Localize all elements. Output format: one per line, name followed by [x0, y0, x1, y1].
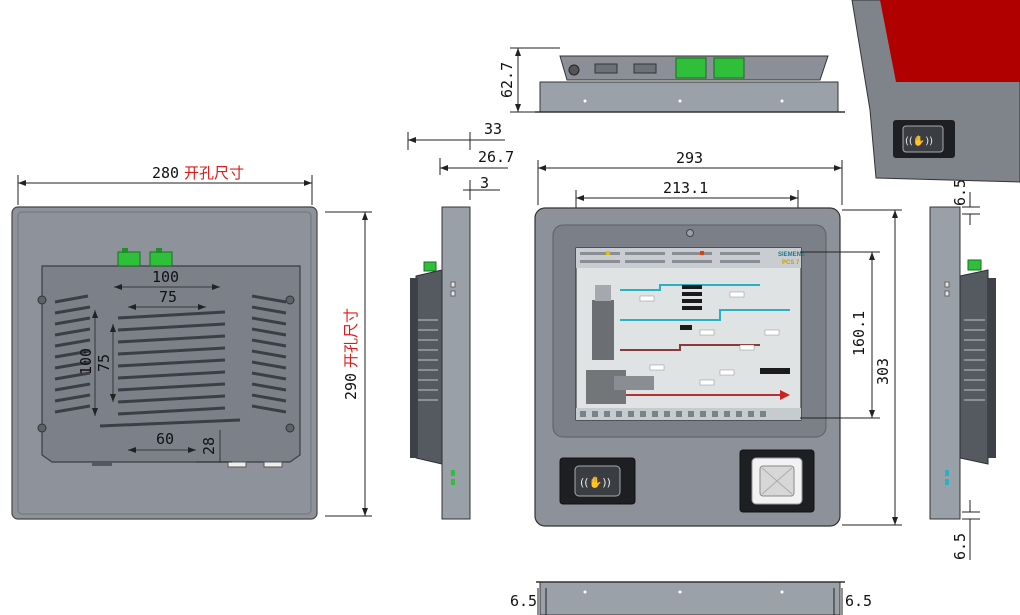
bottom-right-label: 6.5: [845, 592, 872, 610]
scada-screen: SIEMENS PCS 7: [575, 247, 805, 421]
display-height-label: 160.1: [850, 311, 868, 356]
cutout-width-label: 280: [152, 164, 179, 182]
edge-top-label: 6.5: [951, 179, 969, 206]
vesa-inner-h-label: 75: [159, 288, 177, 306]
svg-text:((✋)): ((✋)): [905, 134, 933, 147]
cutout-unit-label-h: 开孔尺寸: [184, 164, 244, 182]
edge-bottom-label: 6.5: [951, 533, 969, 560]
kiosk-render: ((✋)): [851, 0, 1020, 183]
pcs7-logo: PCS 7: [782, 260, 800, 266]
front-view: 293 213.1 SIEMENS PCS 7: [534, 149, 902, 527]
side-view-left: 33 26.7 3: [407, 120, 514, 520]
green-connector-top: [675, 57, 745, 79]
bottom-view: 6.5 6.5: [510, 581, 872, 615]
bottom-left-label: 6.5: [510, 592, 537, 610]
back-view: 280 开孔尺寸: [11, 164, 372, 520]
top-view: 62.7: [498, 47, 845, 113]
fingerprint-pad: [739, 449, 815, 513]
bottom-w-label: 60: [156, 430, 174, 448]
vesa-inner-v-label: 75: [95, 354, 113, 372]
vent-slots-right: [251, 294, 287, 414]
siemens-logo: SIEMENS: [778, 252, 805, 258]
vent-slots-center: [99, 310, 241, 428]
depth-total-label: 33: [484, 120, 502, 138]
vent-slots-left: [54, 294, 91, 414]
cutout-height-label: 290: [342, 373, 360, 400]
vesa-outer-h-label: 100: [152, 268, 179, 286]
side-view-right: 6.5 6.5: [929, 179, 996, 560]
front-width-label: 293: [676, 149, 703, 167]
front-height-label: 303: [874, 358, 892, 385]
green-connector-side: [423, 261, 437, 272]
depth-body-label: 26.7: [478, 148, 514, 166]
bezel-thick-label: 3: [480, 174, 489, 192]
top-depth-label: 62.7: [498, 62, 516, 98]
green-connector-back: [117, 248, 173, 267]
cutout-unit-label-v: 开孔尺寸: [342, 308, 360, 368]
svg-text:((✋)): ((✋)): [580, 476, 611, 489]
vesa-outer-v-label: 100: [77, 348, 95, 375]
green-connector-side-right: [967, 259, 982, 271]
display-width-label: 213.1: [663, 179, 708, 197]
rfid-reader: ((✋)): [559, 457, 636, 505]
bottom-h-label: 28: [200, 437, 218, 455]
